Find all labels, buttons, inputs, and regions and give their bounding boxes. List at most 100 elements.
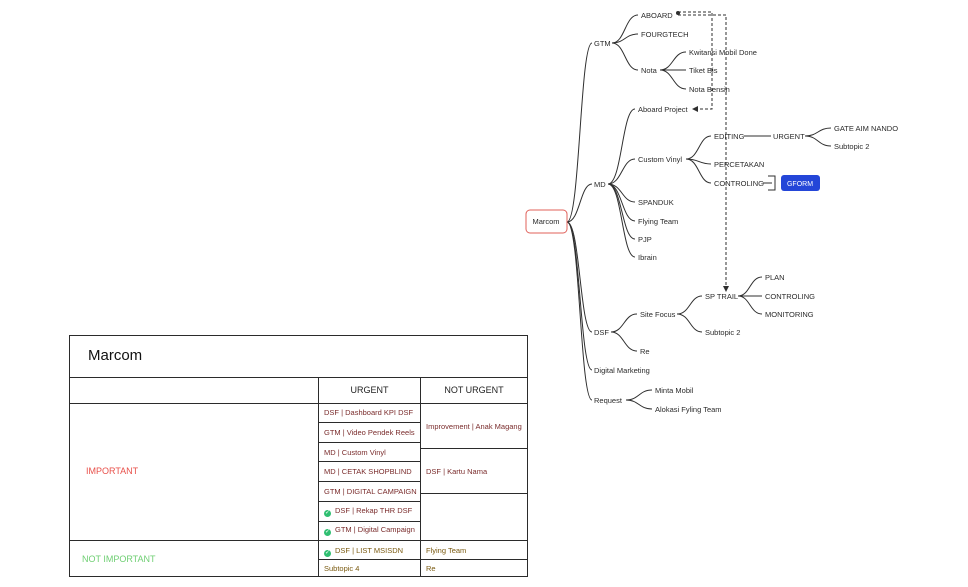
- node-urgent[interactable]: URGENT: [773, 132, 805, 141]
- check-icon: ✓: [324, 529, 331, 536]
- node-sp-trail[interactable]: SP TRAIL: [705, 292, 738, 301]
- node-ibrain[interactable]: Ibrain: [638, 253, 657, 262]
- node-dsf[interactable]: DSF: [594, 328, 609, 337]
- node-monitoring[interactable]: MONITORING: [765, 310, 814, 319]
- edge-gtm-nota: [611, 42, 639, 71]
- edge-sitefocus-subtopic: [676, 313, 703, 333]
- node-tiket[interactable]: Tiket Bis: [689, 66, 718, 75]
- row-label-not-important: NOT IMPORTANT: [82, 554, 156, 564]
- column-header-urgent: URGENT: [319, 378, 420, 404]
- edge-gtm-aboard: [611, 14, 639, 44]
- node-percetakan[interactable]: PERCETAKAN: [714, 160, 764, 169]
- node-gate[interactable]: GATE AIM NANDO: [834, 124, 898, 133]
- edge-sptrail-plan: [737, 276, 763, 297]
- root-label: Marcom: [532, 217, 559, 226]
- edge-md-ibrain: [607, 183, 636, 258]
- task-cell[interactable]: Re: [426, 564, 436, 573]
- node-custom-vinyl[interactable]: Custom Vinyl: [638, 155, 682, 164]
- task-label: DSF | LIST MSISDN: [335, 546, 404, 555]
- node-minta-mobil[interactable]: Minta Mobil: [655, 386, 694, 395]
- task-cell[interactable]: DSF | Kartu Nama: [426, 467, 488, 476]
- edge-dsf-re: [610, 331, 638, 352]
- task-cell[interactable]: GTM | DIGITAL CAMPAIGN: [324, 487, 417, 496]
- task-cell-done[interactable]: ✓ DSF | LIST MSISDN: [324, 546, 403, 557]
- edge-cv-editing: [685, 135, 712, 160]
- edge-controling-gform: [763, 175, 776, 191]
- node-plan[interactable]: PLAN: [765, 273, 785, 282]
- edge-root-digital: [566, 221, 593, 371]
- divider: [319, 559, 527, 560]
- node-subtopic2-b[interactable]: Subtopic 2: [705, 328, 740, 337]
- task-cell[interactable]: MD | CETAK SHOPBLIND: [324, 467, 412, 476]
- divider: [420, 448, 527, 449]
- priority-matrix: Marcom URGENT NOT URGENT IMPORTANT NOT I…: [69, 335, 528, 577]
- task-label: GTM | Digital Campaign: [335, 525, 415, 534]
- edge-root-request: [566, 221, 593, 401]
- node-re[interactable]: Re: [640, 347, 650, 356]
- node-md[interactable]: MD: [594, 180, 606, 189]
- task-cell[interactable]: Improvement | Anak Magang: [426, 422, 522, 431]
- relation-arrowhead-2: [723, 286, 729, 292]
- node-request[interactable]: Request: [594, 396, 623, 405]
- check-icon: ✓: [324, 550, 331, 557]
- task-cell-done[interactable]: ✓ GTM | Digital Campaign: [324, 525, 415, 536]
- edge-nota-kwitansi: [659, 51, 687, 71]
- column-header-not-urgent: NOT URGENT: [420, 378, 528, 404]
- task-cell[interactable]: DSF | Dashboard KPI DSF: [324, 408, 414, 417]
- edge-gtm-fourgtech: [611, 33, 639, 44]
- node-fourgtech[interactable]: FOURGTECH: [641, 30, 689, 39]
- edge-root-gtm: [566, 42, 593, 223]
- row-label-important: IMPORTANT: [86, 466, 139, 476]
- node-pjp[interactable]: PJP: [638, 235, 652, 244]
- node-subtopic2-a[interactable]: Subtopic 2: [834, 142, 869, 151]
- divider: [70, 540, 527, 541]
- check-icon: ✓: [324, 510, 331, 517]
- node-controling-2[interactable]: CONTROLING: [765, 292, 815, 301]
- task-cell-done[interactable]: ✓DSF | Rekap THR DSF: [324, 506, 412, 517]
- node-gtm[interactable]: GTM: [594, 39, 611, 48]
- node-kwitansi[interactable]: Kwitansi Mobil Done: [689, 48, 757, 57]
- matrix-header-empty: [70, 378, 319, 404]
- task-cell[interactable]: Flying Team: [426, 546, 467, 555]
- node-flying-team[interactable]: Flying Team: [638, 217, 678, 226]
- node-editing[interactable]: EDITING: [714, 132, 745, 141]
- edge-root-dsf: [566, 221, 593, 333]
- edge-sptrail-monitoring: [737, 295, 763, 315]
- node-aboard[interactable]: ABOARD: [641, 11, 673, 20]
- node-controling[interactable]: CONTROLING: [714, 179, 764, 188]
- task-cell[interactable]: GTM | Video Pendek Reels: [324, 428, 415, 437]
- node-aboard-project[interactable]: Aboard Project: [638, 105, 689, 114]
- node-digital-marketing[interactable]: Digital Marketing: [594, 366, 650, 375]
- edge-root-md: [566, 183, 593, 223]
- edge-cv-controling: [685, 158, 712, 184]
- edge-sitefocus-sptrail: [676, 295, 703, 315]
- node-nota-bensin[interactable]: Nota Bensin: [689, 85, 730, 94]
- root-node[interactable]: [525, 209, 568, 234]
- divider: [420, 378, 421, 577]
- edge-md-flyingteam: [607, 183, 636, 222]
- edge-dsf-sitefocus: [610, 313, 638, 333]
- divider: [318, 378, 319, 577]
- divider: [319, 442, 420, 443]
- divider: [319, 461, 420, 462]
- relation-aboard-sptrail: [678, 14, 727, 288]
- edge-request-minta: [625, 389, 653, 401]
- node-nota[interactable]: Nota: [641, 66, 658, 75]
- relation-anchor: [676, 11, 680, 15]
- gform-badge[interactable]: [781, 175, 820, 191]
- matrix-title: Marcom: [88, 347, 143, 364]
- task-cell[interactable]: Subtopic 4: [324, 564, 360, 573]
- task-cell[interactable]: MD | Custom Vinyl: [324, 448, 386, 457]
- edge-request-alokasi: [625, 399, 653, 410]
- edge-urgent-gate: [804, 127, 832, 137]
- relation-arrowhead: [692, 106, 698, 112]
- divider: [319, 481, 420, 482]
- node-spanduk[interactable]: SPANDUK: [638, 198, 674, 207]
- matrix-title-bar: Marcom: [70, 336, 527, 378]
- edge-md-customvinyl: [607, 158, 636, 185]
- divider: [319, 422, 420, 423]
- divider: [420, 493, 527, 494]
- node-alokasi[interactable]: Alokasi Fyling Team: [655, 405, 722, 414]
- node-site-focus[interactable]: Site Focus: [640, 310, 676, 319]
